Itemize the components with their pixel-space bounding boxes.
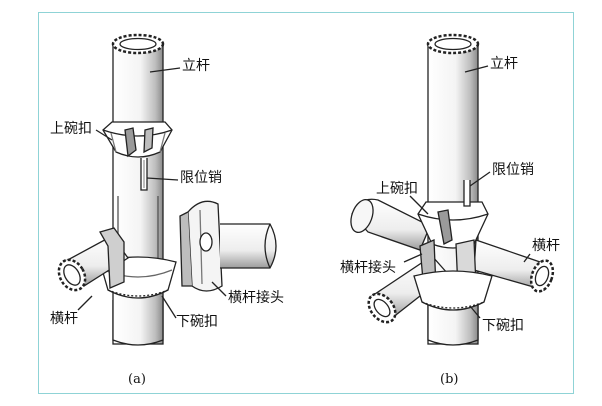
label-a-upper-bowl: 上碗扣 (50, 121, 92, 137)
vertical-pole-a (112, 43, 164, 345)
upper-bowl-a (102, 121, 173, 158)
label-a-vertical-pole: 立杆 (182, 58, 210, 74)
panel-a-drawing (57, 33, 277, 346)
lower-bowl-b (413, 270, 493, 311)
label-b-upper-bowl: 上碗扣 (376, 181, 418, 197)
label-a-lower-bowl: 下碗扣 (176, 314, 218, 330)
caption-a: (a) (128, 372, 146, 387)
label-a-limit-pin: 限位销 (180, 170, 222, 186)
panel-b-drawing (350, 33, 555, 346)
label-b-limit-pin: 限位销 (492, 162, 534, 178)
label-b-horizontal-bar: 横杆 (532, 238, 560, 254)
limit-pin-b (463, 180, 471, 207)
label-b-vertical-pole: 立杆 (490, 56, 518, 72)
label-b-bar-joint: 横杆接头 (340, 260, 396, 276)
bar-joint-detail-a (179, 200, 277, 292)
label-a-bar-joint: 横杆接头 (228, 290, 284, 306)
label-b-lower-bowl: 下碗扣 (482, 318, 524, 334)
caption-b: (b) (440, 372, 459, 387)
label-a-horizontal-bar: 横杆 (50, 311, 78, 327)
